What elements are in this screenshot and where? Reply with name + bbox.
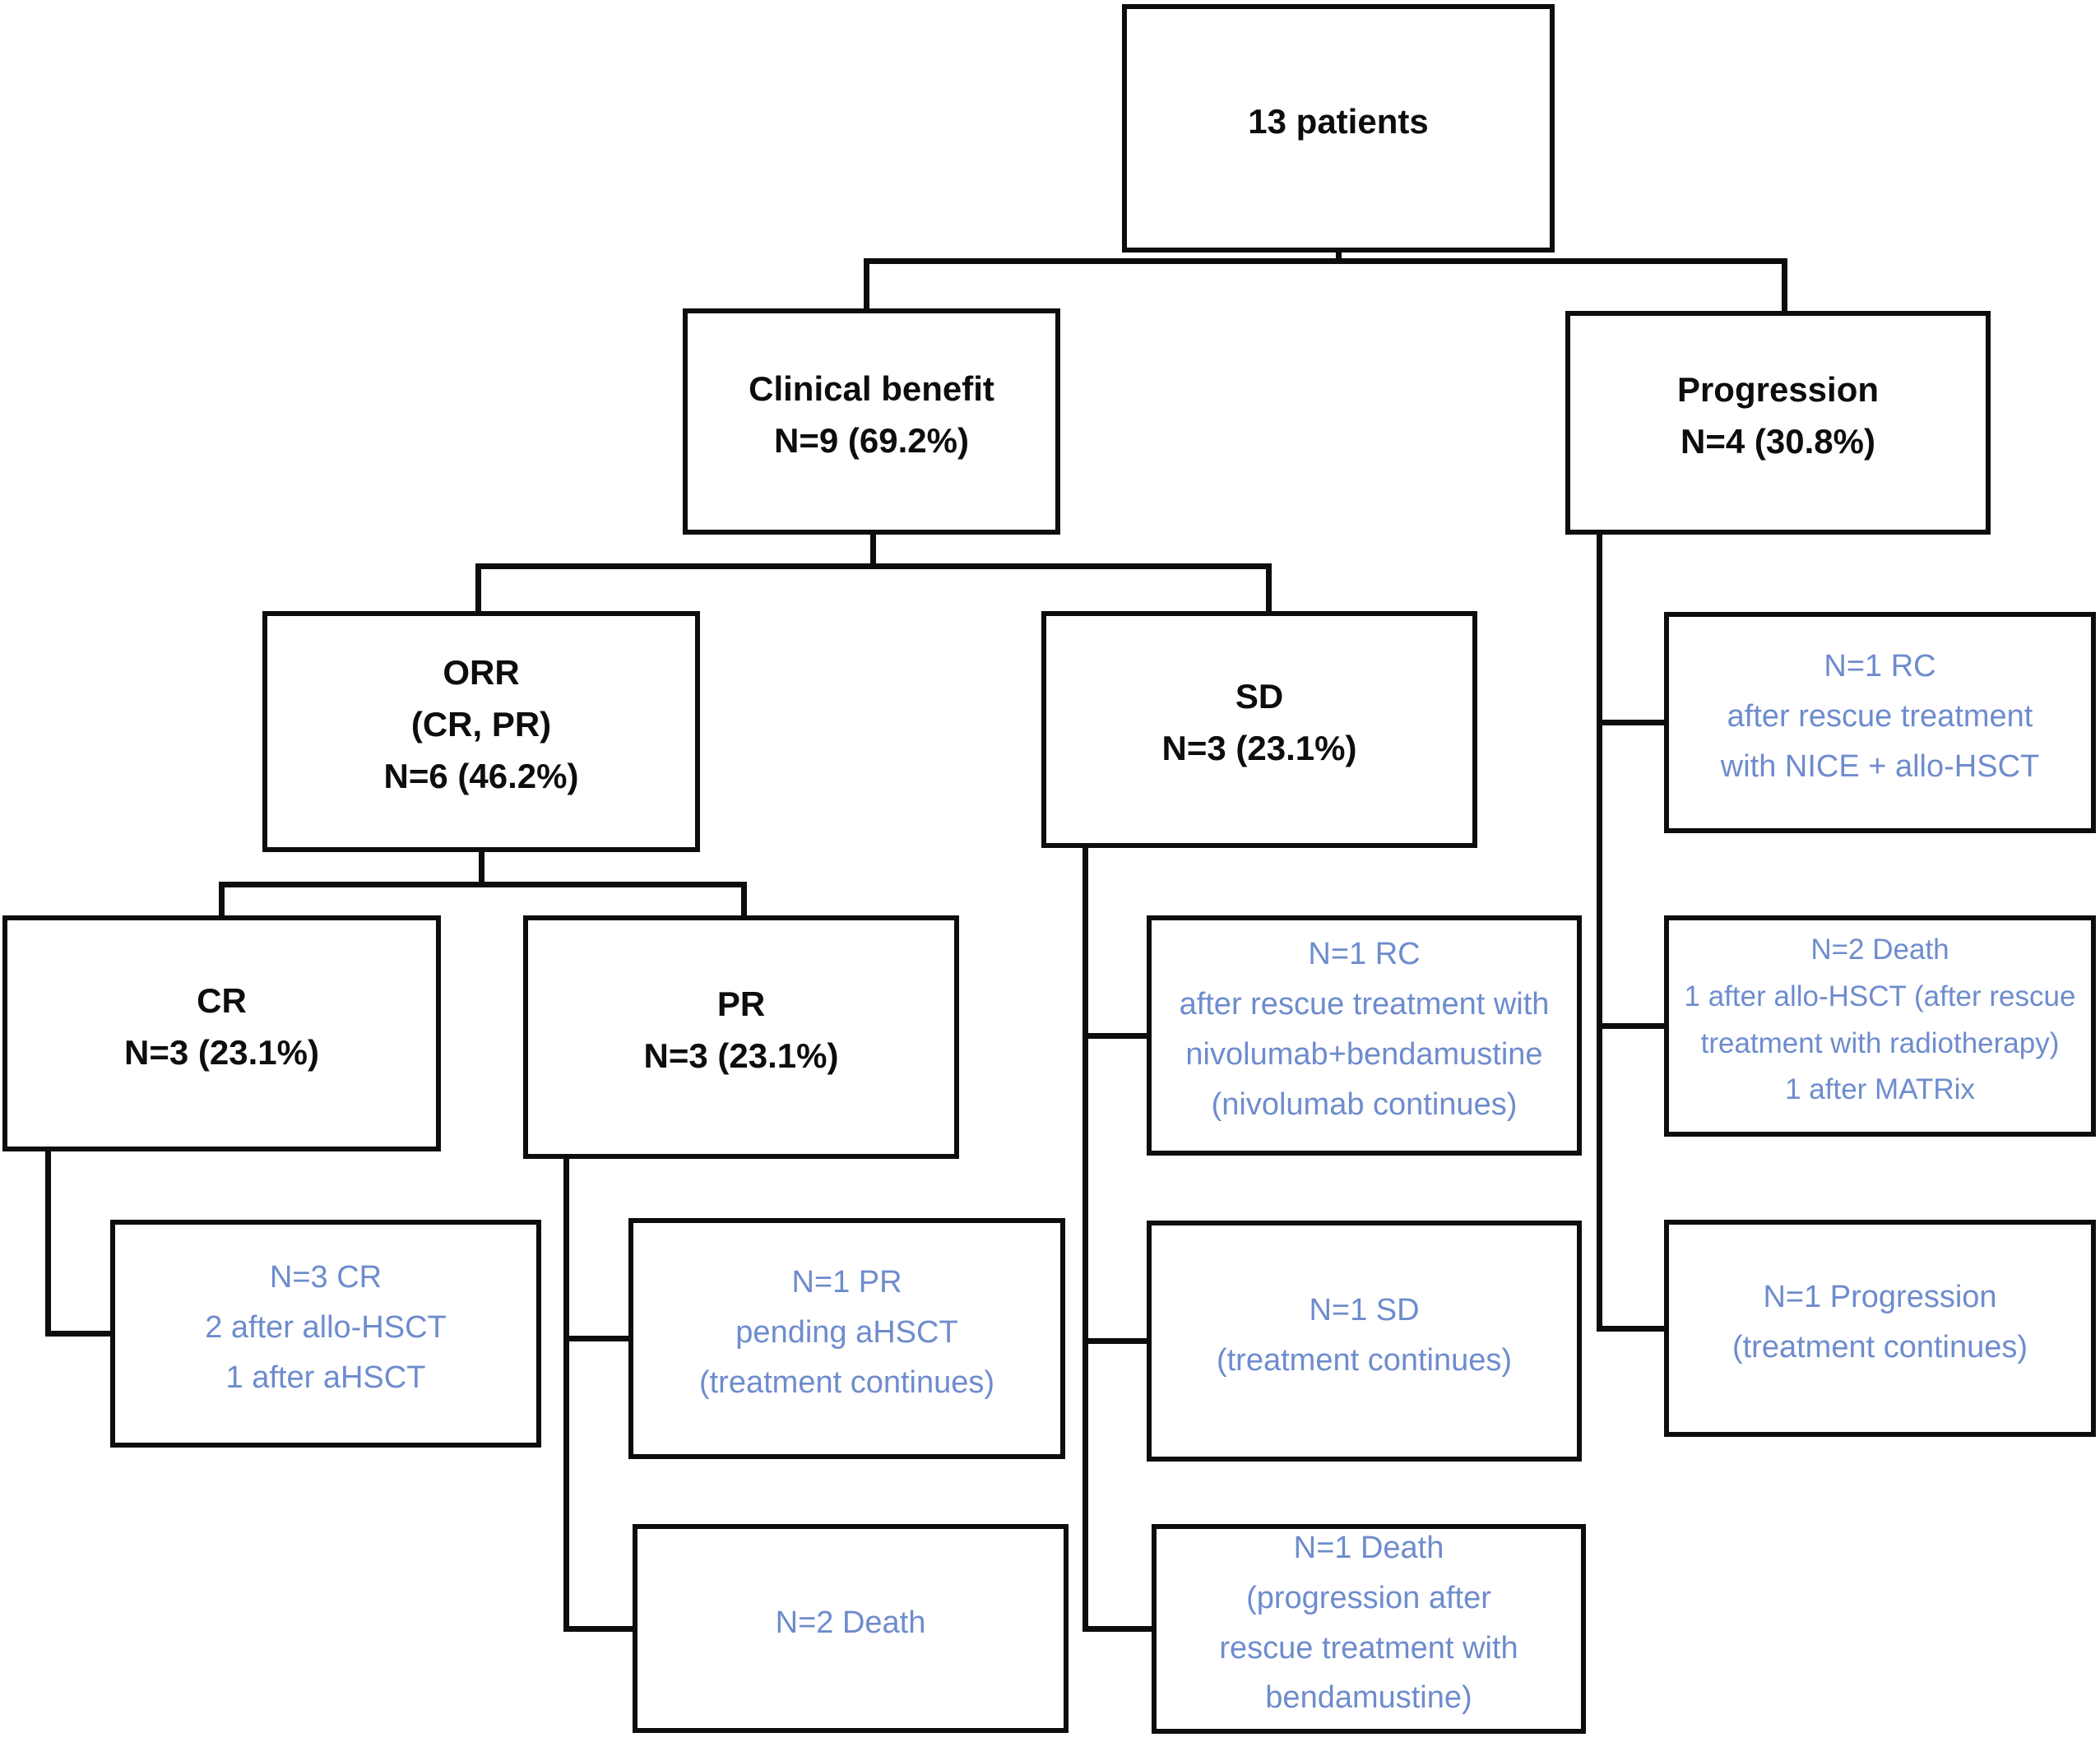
- node-sd: SD N=3 (23.1%): [1041, 611, 1477, 848]
- node-sd-outcome-rc: N=1 RC after rescue treatment with nivol…: [1147, 915, 1582, 1156]
- node-orr: ORR (CR, PR) N=6 (46.2%): [262, 611, 700, 852]
- connector-orr-down: [479, 849, 484, 887]
- node-pr-outcome-death: N=2 Death: [633, 1524, 1069, 1733]
- connector-pr-stub-1: [563, 1336, 633, 1341]
- connector-to-progression: [1782, 258, 1787, 314]
- node-progression: Progression N=4 (30.8%): [1565, 311, 1991, 535]
- connector-to-orr: [475, 563, 481, 614]
- connector-level1-horizontal: [864, 258, 1787, 264]
- connector-clinical-down: [870, 531, 876, 569]
- connector-pr-stub-2: [563, 1626, 637, 1632]
- node-clinical-benefit: Clinical benefit N=9 (69.2%): [683, 308, 1060, 535]
- node-sd-outcome-sd: N=1 SD (treatment continues): [1147, 1221, 1582, 1462]
- node-progression-outcome-continues: N=1 Progression (treatment continues): [1664, 1220, 2096, 1437]
- node-progression-outcome-death: N=2 Death 1 after allo-HSCT (after rescu…: [1664, 915, 2096, 1137]
- connector-progression-stub-1: [1597, 720, 1669, 725]
- connector-level3-horizontal: [219, 882, 747, 887]
- node-13-patients: 13 patients: [1122, 4, 1555, 252]
- connector-to-cr: [219, 882, 225, 919]
- node-sd-outcome-death: N=1 Death (progression after rescue trea…: [1152, 1524, 1586, 1734]
- connector-progression-stub-2: [1597, 1023, 1669, 1029]
- connector-sd-stub-2: [1082, 1338, 1152, 1344]
- node-pr: PR N=3 (23.1%): [523, 915, 959, 1159]
- connector-sd-spine: [1082, 845, 1088, 1632]
- connector-progression-spine: [1597, 531, 1602, 1331]
- connector-cr-stub: [45, 1331, 115, 1337]
- connector-patients-down: [1336, 251, 1342, 264]
- connector-progression-stub-3: [1597, 1326, 1669, 1332]
- node-pr-outcome-pending: N=1 PR pending aHSCT (treatment continue…: [628, 1218, 1065, 1459]
- connector-to-sd: [1266, 563, 1272, 614]
- node-progression-outcome-rc: N=1 RC after rescue treatment with NICE …: [1664, 612, 2096, 833]
- connector-to-clinical: [864, 258, 869, 312]
- connector-cr-spine: [45, 1148, 51, 1337]
- connector-pr-spine: [563, 1156, 569, 1632]
- connector-to-pr: [741, 882, 747, 919]
- connector-sd-stub-3: [1082, 1626, 1157, 1632]
- connector-level2-horizontal: [475, 563, 1272, 569]
- connector-sd-stub-1: [1082, 1033, 1152, 1039]
- node-cr: CR N=3 (23.1%): [2, 915, 441, 1151]
- node-cr-outcome: N=3 CR 2 after allo-HSCT 1 after aHSCT: [110, 1220, 541, 1448]
